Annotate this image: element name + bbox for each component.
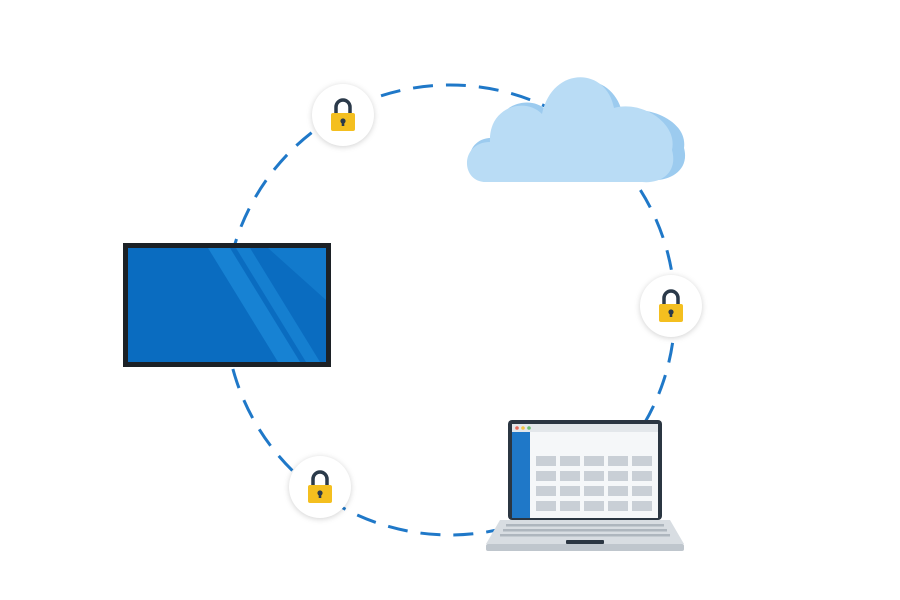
padlock-icon: [640, 275, 702, 337]
laptop-icon: [486, 420, 684, 551]
cloud-icon: [466, 77, 686, 183]
padlock-icon: [312, 84, 374, 146]
monitor-icon: [123, 243, 331, 367]
padlock-icon: [289, 456, 351, 518]
